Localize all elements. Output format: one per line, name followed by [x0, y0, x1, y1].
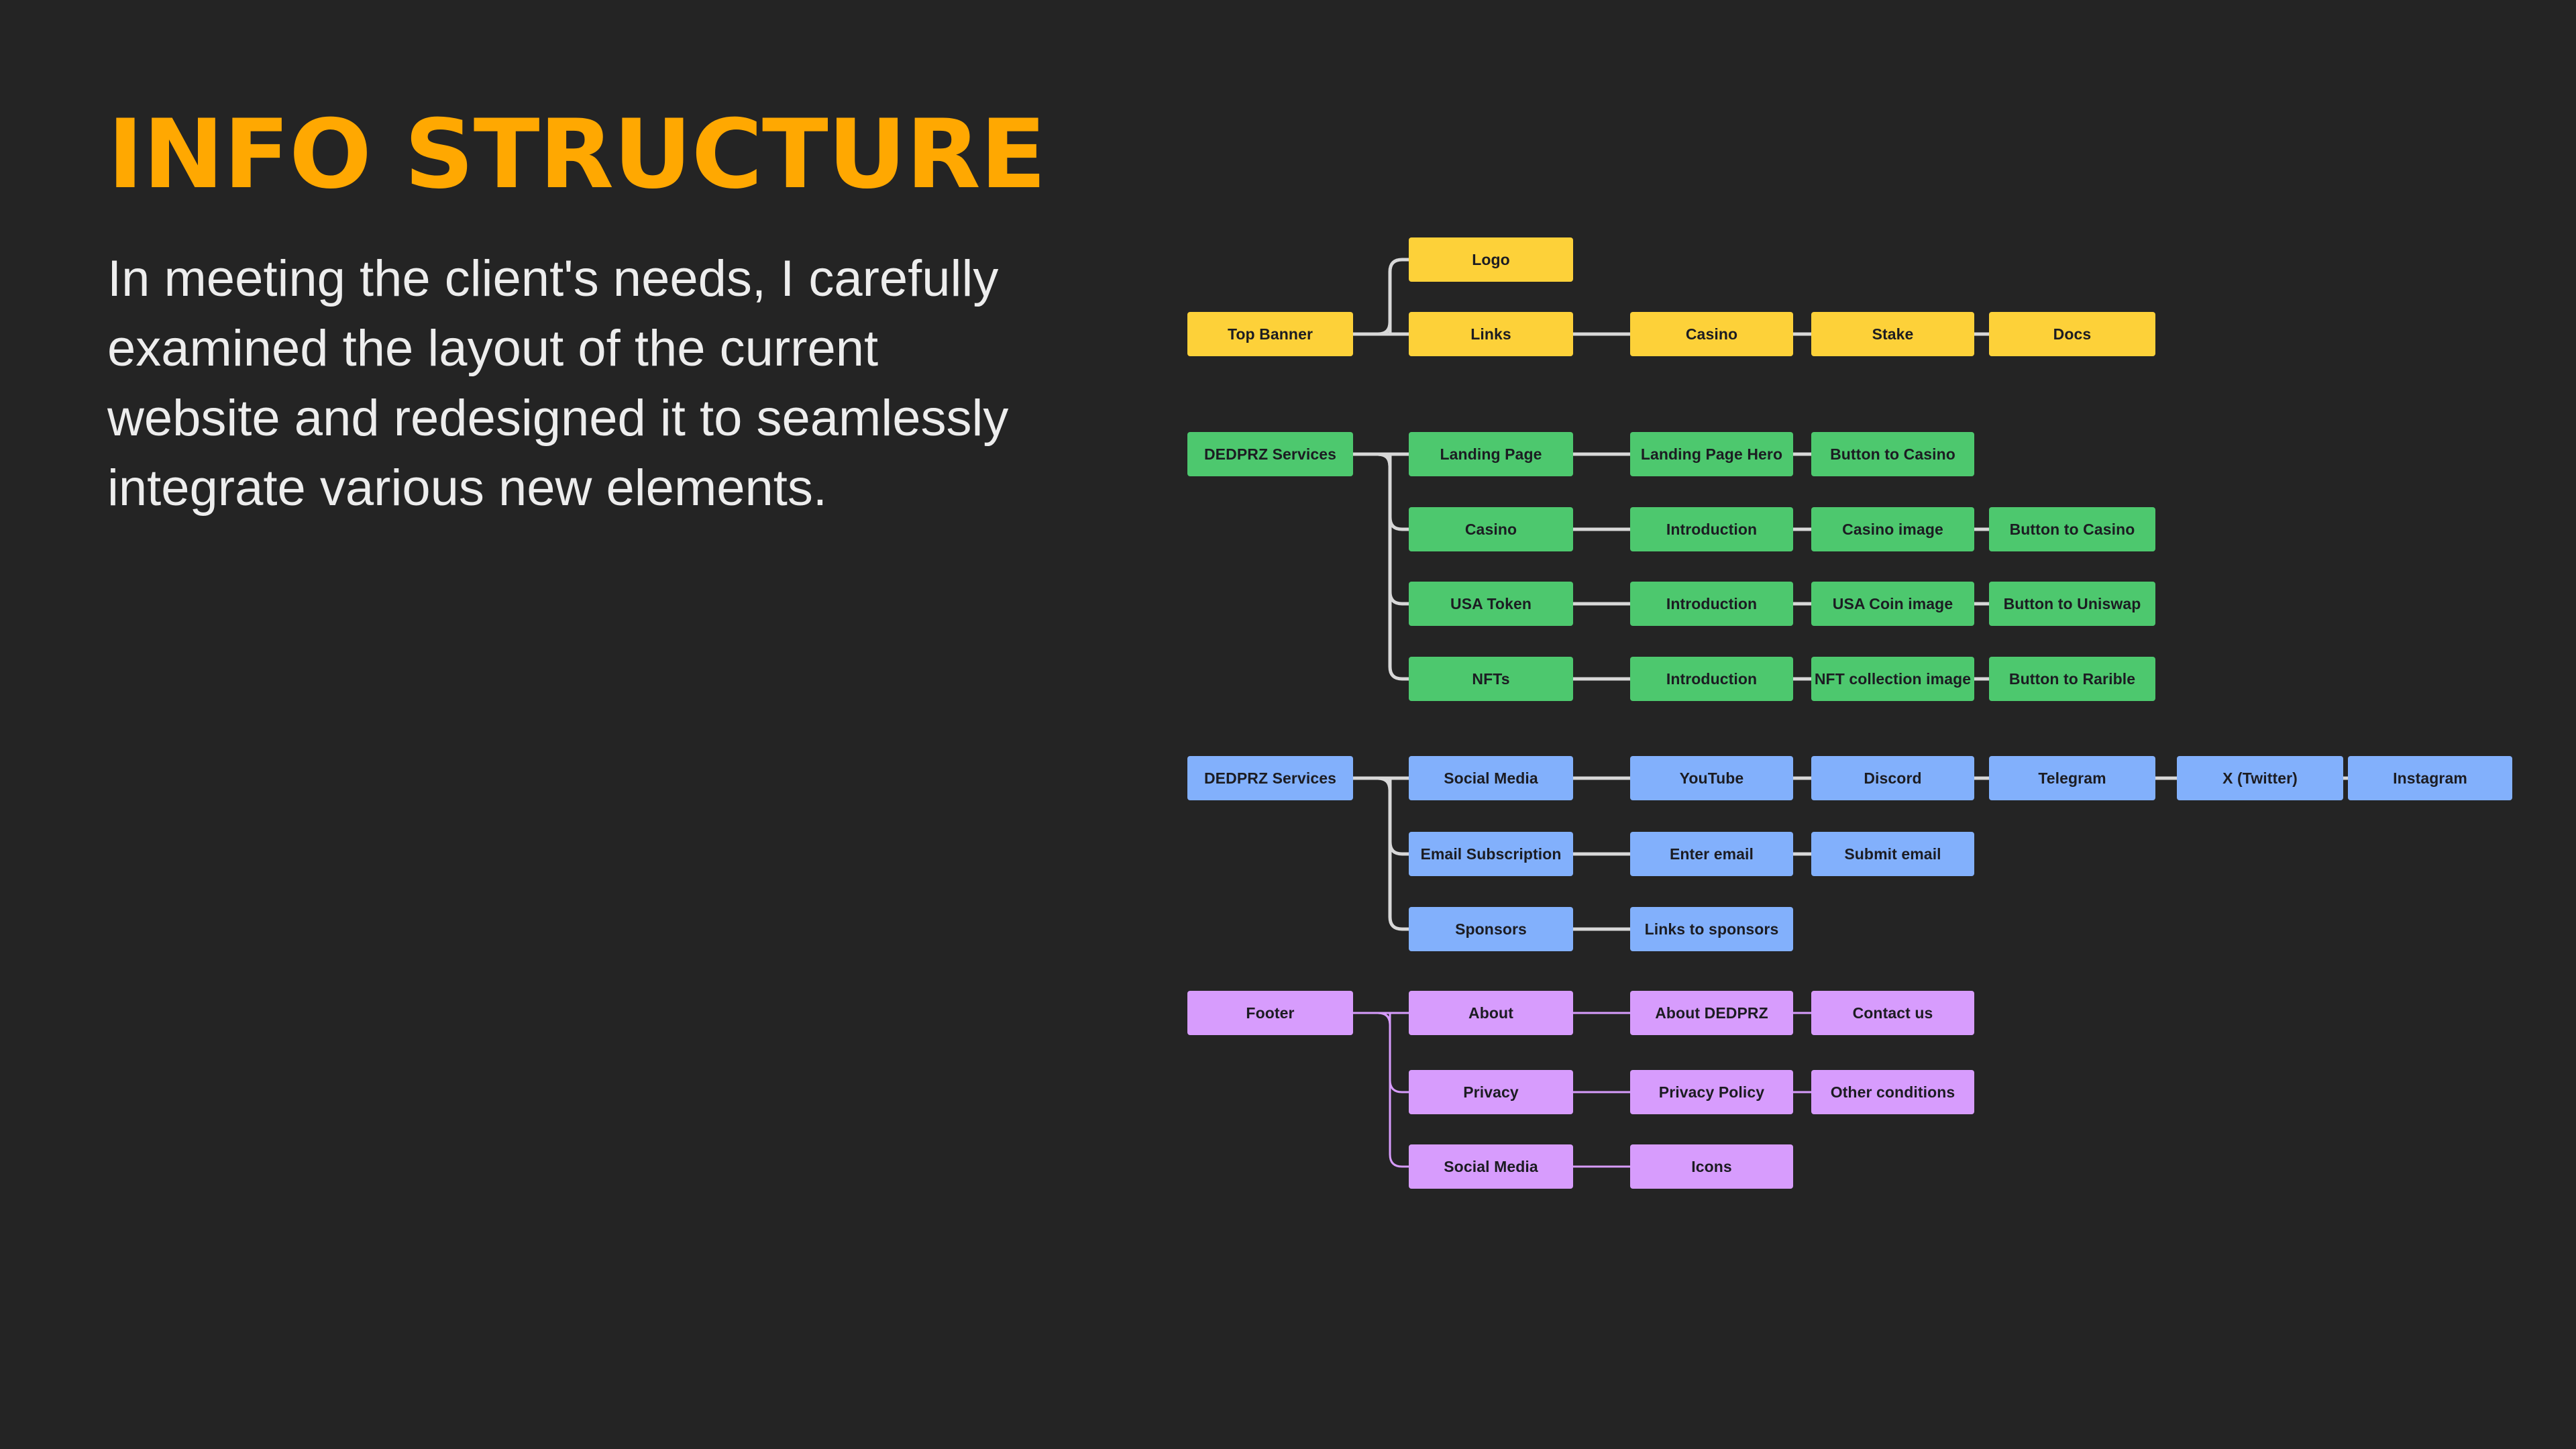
node-docs-0-1-2[interactable]: Docs — [1989, 312, 2155, 356]
node-introduction-1-1-0[interactable]: Introduction — [1630, 507, 1793, 551]
node-button-to-casino-1-1-2[interactable]: Button to Casino — [1989, 507, 2155, 551]
node-email-subscription-2-1[interactable]: Email Subscription — [1409, 832, 1573, 876]
node-other-conditions-3-1-1[interactable]: Other conditions — [1811, 1070, 1974, 1114]
node-contact-us-3-0-1[interactable]: Contact us — [1811, 991, 1974, 1035]
node-landing-page-1-0[interactable]: Landing Page — [1409, 432, 1573, 476]
node-usa-coin-image-1-2-1[interactable]: USA Coin image — [1811, 582, 1974, 626]
connector — [1376, 320, 1392, 336]
node-introduction-1-3-0[interactable]: Introduction — [1630, 657, 1793, 701]
node-button-to-casino-1-0-1[interactable]: Button to Casino — [1811, 432, 1974, 476]
node-casino-1-1[interactable]: Casino — [1409, 507, 1573, 551]
node-youtube-2-0-0[interactable]: YouTube — [1630, 756, 1793, 800]
node-enter-email-2-1-0[interactable]: Enter email — [1630, 832, 1793, 876]
node-about-3-0[interactable]: About — [1409, 991, 1573, 1035]
node-links-0-1[interactable]: Links — [1409, 312, 1573, 356]
connector — [1377, 1012, 1391, 1026]
node-root-footer-3[interactable]: Footer — [1187, 991, 1353, 1035]
node-social-media-2-0[interactable]: Social Media — [1409, 756, 1573, 800]
connector — [1388, 258, 1411, 336]
connector — [1376, 452, 1392, 468]
node-sponsors-2-2[interactable]: Sponsors — [1409, 907, 1573, 951]
node-privacy-3-1[interactable]: Privacy — [1409, 1070, 1573, 1114]
connector — [1388, 452, 1411, 606]
node-landing-page-hero-1-0-0[interactable]: Landing Page Hero — [1630, 432, 1793, 476]
node-casino-0-1-0[interactable]: Casino — [1630, 312, 1793, 356]
node-x-twitter-2-0-3[interactable]: X (Twitter) — [2177, 756, 2343, 800]
node-about-dedprz-3-0-0[interactable]: About DEDPRZ — [1630, 991, 1793, 1035]
node-social-media-3-2[interactable]: Social Media — [1409, 1144, 1573, 1189]
node-links-to-sponsors-2-2-0[interactable]: Links to sponsors — [1630, 907, 1793, 951]
node-root-dedprz-services-2[interactable]: DEDPRZ Services — [1187, 756, 1353, 800]
connector — [1376, 776, 1392, 792]
connector — [1388, 776, 1411, 931]
connector — [1388, 776, 1411, 856]
node-icons-3-2-0[interactable]: Icons — [1630, 1144, 1793, 1189]
connector — [1376, 452, 1392, 468]
connector — [1376, 452, 1392, 468]
connector — [1389, 1012, 1410, 1093]
node-button-to-rarible-1-3-2[interactable]: Button to Rarible — [1989, 657, 2155, 701]
node-privacy-policy-3-1-0[interactable]: Privacy Policy — [1630, 1070, 1793, 1114]
node-introduction-1-2-0[interactable]: Introduction — [1630, 582, 1793, 626]
node-root-dedprz-services-1[interactable]: DEDPRZ Services — [1187, 432, 1353, 476]
page-title: INFO STRUCTURE — [107, 99, 1046, 210]
connector — [1377, 1012, 1391, 1026]
node-casino-image-1-1-1[interactable]: Casino image — [1811, 507, 1974, 551]
connector — [1389, 1012, 1410, 1168]
node-stake-0-1-1[interactable]: Stake — [1811, 312, 1974, 356]
node-nft-collection-image-1-3-1[interactable]: NFT collection image — [1811, 657, 1974, 701]
connector — [1376, 776, 1392, 792]
node-root-top-banner-0[interactable]: Top Banner — [1187, 312, 1353, 356]
node-button-to-uniswap-1-2-2[interactable]: Button to Uniswap — [1989, 582, 2155, 626]
page-description: In meeting the client's needs, I careful… — [107, 250, 1009, 517]
node-nfts-1-3[interactable]: NFTs — [1409, 657, 1573, 701]
connector — [1388, 452, 1411, 681]
node-telegram-2-0-2[interactable]: Telegram — [1989, 756, 2155, 800]
node-logo-0-0[interactable]: Logo — [1409, 237, 1573, 282]
node-usa-token-1-2[interactable]: USA Token — [1409, 582, 1573, 626]
connector — [1388, 452, 1411, 531]
node-discord-2-0-1[interactable]: Discord — [1811, 756, 1974, 800]
text-panel: INFO STRUCTURE In meeting the client's n… — [107, 107, 1080, 523]
node-submit-email-2-1-1[interactable]: Submit email — [1811, 832, 1974, 876]
node-instagram-2-0-4[interactable]: Instagram — [2348, 756, 2512, 800]
